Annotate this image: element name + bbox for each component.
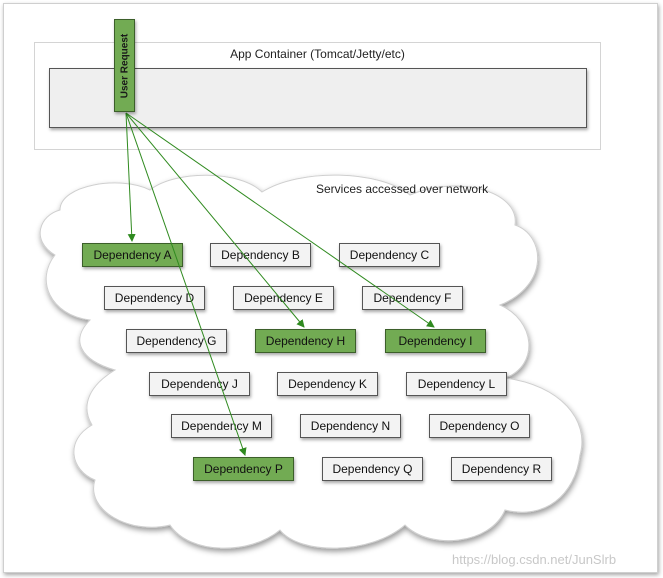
dependency-g: Dependency G [126,329,227,353]
dependency-n: Dependency N [300,414,401,438]
dependency-r: Dependency R [451,457,552,481]
app-container-title: App Container (Tomcat/Jetty/etc) [230,47,405,61]
network-label: Services accessed over network [316,182,489,196]
dependency-o: Dependency O [429,414,530,438]
dependency-e: Dependency E [233,286,334,310]
user-request-box: User Request [114,19,135,112]
dependency-d: Dependency D [104,286,205,310]
dependency-m: Dependency M [171,414,272,438]
dependency-c: Dependency C [339,243,440,267]
dependency-f: Dependency F [362,286,463,310]
dependency-j: Dependency J [149,372,250,396]
dependency-b: Dependency B [210,243,311,267]
dependency-i: Dependency I [385,329,486,353]
user-request-label: User Request [119,33,130,98]
dependency-h: Dependency H [255,329,356,353]
dependency-q: Dependency Q [322,457,423,481]
dependency-k: Dependency K [277,372,378,396]
watermark: https://blog.csdn.net/JunSlrb [452,552,617,567]
dependency-a: Dependency A [82,243,183,267]
dependency-p: Dependency P [193,457,294,481]
dependency-l: Dependency L [406,372,507,396]
